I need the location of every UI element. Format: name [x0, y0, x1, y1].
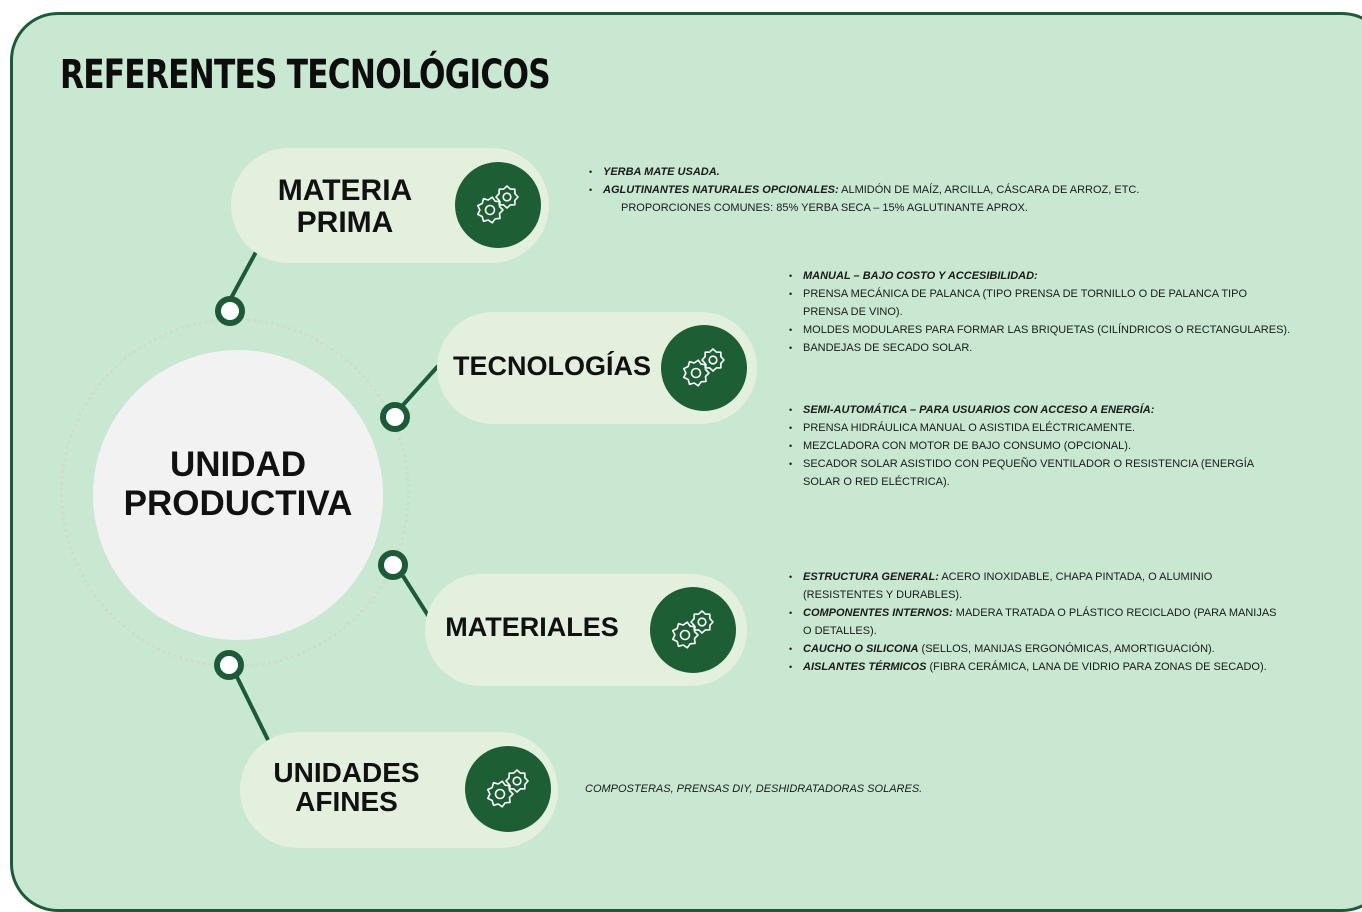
list-item: ESTRUCTURA GENERAL: ACERO INOXIDABLE, CH…	[789, 568, 1277, 586]
node-tecnologias	[380, 402, 410, 432]
list-item: PRENSA DE VINO).	[803, 306, 903, 318]
list-item: SOLAR O RED ELÉCTRICA).	[803, 476, 950, 488]
list-item: COMPONENTES INTERNOS: MADERA TRATADA O P…	[789, 604, 1277, 622]
list-item: PRENSA HIDRÁULICA MANUAL O ASISTIDA ELÉC…	[789, 419, 1254, 437]
node-unidades-afines	[214, 650, 244, 680]
proportion-note: PROPORCIONES COMUNES: 85% YERBA SECA – 1…	[621, 202, 1028, 214]
list-item: MEZCLADORA CON MOTOR DE BAJO CONSUMO (OP…	[789, 437, 1254, 455]
list-item: AISLANTES TÉRMICOS (FIBRA CERÁMICA, LANA…	[789, 658, 1277, 676]
list-item: (RESISTENTES Y DURABLES).	[803, 589, 963, 601]
list-item: BANDEJAS DE SECADO SOLAR.	[789, 339, 1290, 357]
page-title: REFERENTES TECNOLÓGICOS	[60, 52, 551, 98]
list-item: SECADOR SOLAR ASISTIDO CON PEQUEÑO VENTI…	[789, 455, 1254, 473]
label-tecnologias: TECNOLOGÍAS	[452, 351, 651, 381]
hub-label-line2: PRODUCTIVA	[123, 483, 353, 523]
list-item: YERBA MATE USADA.	[589, 163, 1139, 181]
gears-icon	[650, 587, 736, 673]
list-item: MANUAL – BAJO COSTO Y ACCESIBILIDAD:	[789, 267, 1290, 285]
list-item: PRENSA MECÁNICA DE PALANCA (TIPO PRENSA …	[789, 285, 1290, 303]
node-materia-prima	[215, 296, 245, 326]
node-materiales	[378, 550, 408, 580]
list-item: MOLDES MODULARES PARA FORMAR LAS BRIQUET…	[789, 321, 1290, 339]
hub-circle	[93, 350, 383, 640]
list-tecnologias-manual: MANUAL – BAJO COSTO Y ACCESIBILIDAD: PRE…	[789, 267, 1290, 357]
gears-icon	[661, 325, 747, 411]
gears-icon	[455, 162, 541, 248]
hub-label-line1: UNIDAD	[169, 445, 307, 484]
label-materiales: MATERIALES	[445, 612, 619, 642]
list-item: AGLUTINANTES NATURALES OPCIONALES: ALMID…	[589, 181, 1139, 199]
gears-icon	[465, 746, 551, 832]
list-materia-prima: YERBA MATE USADA. AGLUTINANTES NATURALES…	[589, 163, 1139, 217]
list-tecnologias-semi: SEMI-AUTOMÁTICA – PARA USUARIOS CON ACCE…	[789, 401, 1254, 491]
hub-label: UNIDAD PRODUCTIVA	[93, 445, 383, 523]
label-materia-prima: MATERIA PRIMA	[277, 174, 413, 239]
list-materiales: ESTRUCTURA GENERAL: ACERO INOXIDABLE, CH…	[789, 568, 1277, 676]
list-item: SEMI-AUTOMÁTICA – PARA USUARIOS CON ACCE…	[789, 401, 1254, 419]
list-item: O DETALLES).	[803, 625, 877, 637]
label-unidades-afines: UNIDADES AFINES	[273, 757, 420, 818]
list-item: CAUCHO O SILICONA (SELLOS, MANIJAS ERGON…	[789, 640, 1277, 658]
unidades-afines-text: COMPOSTERAS, PRENSAS DIY, DESHIDRATADORA…	[585, 783, 923, 795]
